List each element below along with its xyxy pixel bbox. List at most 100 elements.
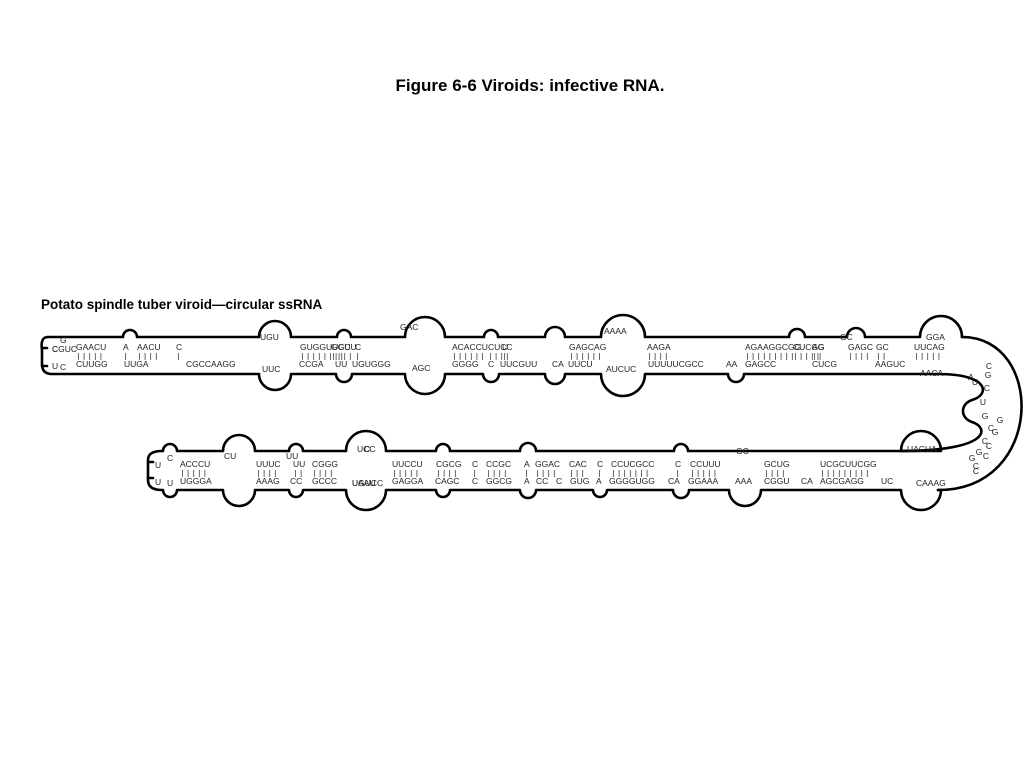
upper-top-sequence: AGAAGGCGG xyxy=(745,342,801,352)
lower-bottom-sequence: GGGGUGG xyxy=(609,476,655,486)
hairpin-base: G xyxy=(976,447,983,457)
lower-bottom-sequence: CC xyxy=(290,476,302,486)
lower-top-sequence: C xyxy=(675,459,681,469)
upper-bottom-sequence: UU xyxy=(335,359,347,369)
lower-loop-sequence: UGUCC xyxy=(352,478,383,488)
lower-top-sequence: GCUG xyxy=(764,459,790,469)
lower-arm-top-edge xyxy=(160,429,943,453)
lower-bottom-sequence: GUG xyxy=(570,476,589,486)
upper-top-sequence: GC xyxy=(876,342,889,352)
hairpin-base: C xyxy=(973,466,979,476)
upper-top-sequence: GGUU xyxy=(331,342,357,352)
lower-loop-sequence: GC xyxy=(736,446,749,456)
lower-loop-sequence: CU xyxy=(224,451,236,461)
upper-top-sequence: GUGGUUCC xyxy=(300,342,351,352)
upper-top-sequence: A xyxy=(123,342,129,352)
upper-bottom-sequence: CCGA xyxy=(299,359,324,369)
slide-title: Figure 6-6 Viroids: infective RNA. xyxy=(395,76,665,95)
upper-bottom-sequence: CUCG xyxy=(812,359,837,369)
lower-top-sequence: A xyxy=(524,459,530,469)
upper-top-sequence: AAGA xyxy=(647,342,671,352)
lower-bottom-sequence: CA xyxy=(801,476,813,486)
upper-cap-base: G xyxy=(60,335,67,345)
upper-top-sequence: AG xyxy=(812,342,824,352)
lower-top-sequence: ACCCU xyxy=(180,459,210,469)
lower-top-sequence: CAC xyxy=(569,459,587,469)
upper-loop-sequence: GGA xyxy=(926,332,945,342)
upper-arm-top-edge xyxy=(46,313,964,339)
upper-bottom-sequence: UGUGGG xyxy=(352,359,391,369)
lower-bottom-sequence: CC xyxy=(536,476,548,486)
lower-bottom-sequence: AGCGAGG xyxy=(820,476,864,486)
upper-top-sequence: AACU xyxy=(137,342,161,352)
lower-loop-sequence: UU xyxy=(286,451,298,461)
lower-top-sequence: CCUUU xyxy=(690,459,721,469)
lower-bottom-sequence: UGGGA xyxy=(180,476,212,486)
upper-top-sequence: ACACCU xyxy=(452,342,488,352)
lower-cap-base: U xyxy=(167,478,173,488)
hairpin-base: C xyxy=(973,461,979,471)
upper-top-sequence: C xyxy=(355,342,361,352)
upper-loop-sequence: GAC xyxy=(400,322,418,332)
upper-bottom-sequence: GAGCC xyxy=(745,359,776,369)
hairpin-base: G xyxy=(985,370,992,380)
lower-loop-sequence: UCC xyxy=(357,444,375,454)
hairpin-base: G xyxy=(992,427,999,437)
lower-bottom-sequence: CA xyxy=(668,476,680,486)
lower-bottom-sequence: C xyxy=(556,476,562,486)
hairpin-base: C xyxy=(984,383,990,393)
hairpin-base: C xyxy=(982,436,988,446)
lower-loop-sequence: UAAU xyxy=(352,478,376,488)
hairpin-base: U xyxy=(972,377,978,387)
lower-top-sequence: UU xyxy=(293,459,305,469)
rna-backbone-outline xyxy=(40,313,1023,512)
lower-bottom-sequence: GAGGA xyxy=(392,476,424,486)
lower-bottom-sequence: GGCG xyxy=(486,476,512,486)
lower-bottom-sequence: UC xyxy=(881,476,893,486)
lower-top-sequence: GGAC xyxy=(535,459,560,469)
upper-top-sequence: GAGCAG xyxy=(569,342,606,352)
lower-cap-base: U xyxy=(155,477,161,487)
lower-bottom-sequence: GCCC xyxy=(312,476,337,486)
terminal-hairpin-outer xyxy=(936,335,1023,492)
upper-bottom-sequence: AAGUC xyxy=(875,359,905,369)
upper-loop-sequence: AACA xyxy=(920,368,943,378)
lower-cap-base: U xyxy=(155,460,161,470)
lower-loop-sequence: CAAAG xyxy=(916,478,946,488)
upper-bottom-sequence: C xyxy=(488,359,494,369)
lower-bottom-sequence: A xyxy=(596,476,602,486)
upper-top-sequence: CUCGG xyxy=(793,342,825,352)
lower-bottom-sequence: CGGU xyxy=(764,476,790,486)
upper-loop-sequence: UUC xyxy=(262,364,280,374)
upper-top-sequence: C xyxy=(176,342,182,352)
upper-bottom-sequence: UUUUUCGCC xyxy=(648,359,704,369)
terminal-hairpin-inner xyxy=(898,372,985,453)
hairpin-base: G xyxy=(997,415,1004,425)
upper-cap-base: U xyxy=(52,361,58,371)
figure-caption: Potato spindle tuber viroid—circular ssR… xyxy=(41,297,323,312)
hairpin-base: C xyxy=(986,361,992,371)
upper-loop-sequence: UGU xyxy=(260,332,279,342)
hairpin-base: U xyxy=(980,397,986,407)
upper-loop-sequence: A xyxy=(968,372,974,382)
lower-cap-notches xyxy=(146,460,155,480)
upper-bottom-sequence: UUCU xyxy=(568,359,593,369)
upper-bottom-sequence: AA xyxy=(726,359,738,369)
upper-bottom-sequence: UUGA xyxy=(124,359,149,369)
hairpin-base: C xyxy=(988,423,994,433)
upper-bottom-sequence: GGGG xyxy=(452,359,478,369)
upper-loop-sequence: AGC xyxy=(412,363,430,373)
lower-top-sequence: UUUC xyxy=(256,459,281,469)
hairpin-base: G xyxy=(982,411,989,421)
upper-bottom-sequence: CGCCAAGG xyxy=(186,359,236,369)
upper-top-sequence: GAGC xyxy=(848,342,873,352)
upper-top-sequence: UUCAG xyxy=(914,342,945,352)
upper-top-sequence: GAACU xyxy=(76,342,106,352)
upper-loop-sequence: CGUC xyxy=(52,344,77,354)
lower-top-sequence: CCUCGCC xyxy=(611,459,654,469)
lower-top-sequence: CGGG xyxy=(312,459,338,469)
upper-top-sequence: U xyxy=(502,342,508,352)
upper-loop-sequence: AUCUC xyxy=(606,364,636,374)
upper-loop-sequence: GC xyxy=(840,332,853,342)
